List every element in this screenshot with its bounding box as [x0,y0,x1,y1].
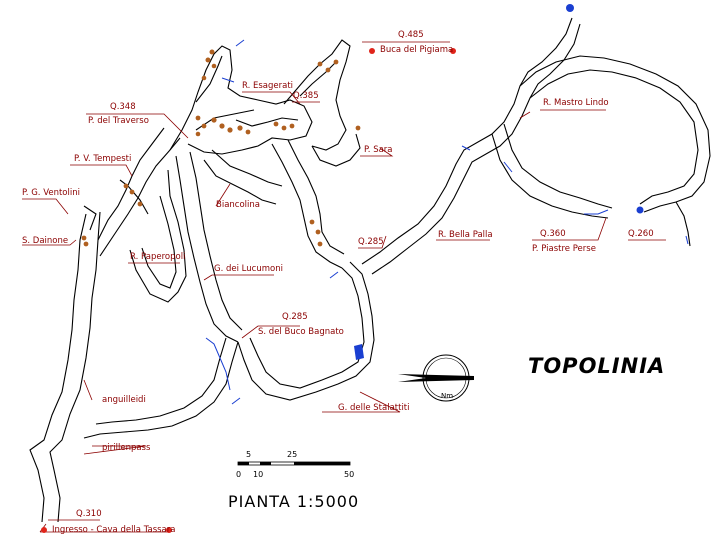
label-g-lucumoni: G. dei Lucumoni [214,264,283,274]
label-q260: Q.260 [628,229,654,239]
label-q385: Q.385 [293,91,319,101]
sediment-deposits [81,49,361,247]
label-r-esagerati: R. Esagerati [242,81,294,91]
label-q485: Q.485 [398,30,424,40]
label-r-mastro-lindo: R. Mastro Lindo [543,98,609,108]
water-features [205,39,689,405]
label-p-piastre-perse: P. Piastre Perse [532,244,596,254]
label-ingresso: Ingresso - Cava della Tassara [52,525,176,535]
label-p-g-ventolini: P. G. Ventolini [22,188,80,198]
label-anguilleidi: anguilleidi [102,395,146,405]
label-pirillenpass: pirillenpass [102,443,151,453]
label-q310: Q.310 [76,509,102,519]
label-biancolina: Biancolina [216,200,260,210]
label-p-v-tempesti: P. V. Tempesti [74,154,132,164]
scale-title: PIANTA 1:5000 [228,492,360,511]
label-p-traverso: P. del Traverso [88,116,149,126]
scale-tick-25: 25 [287,450,298,459]
label-s-dainone: S. Dainone [22,236,69,246]
label-p-sara: P. Sara [364,145,393,155]
label-r-paperopoli: R. Paperopoli [130,252,186,262]
label-q360: Q.360 [540,229,566,239]
scale-bar [237,461,351,466]
scale-tick-10: 10 [253,470,264,479]
scale-tick-5: 5 [246,450,252,459]
north-label: Nm [441,392,454,400]
label-q348: Q.348 [110,102,136,112]
label-r-bella-palla: R. Bella Palla [438,230,493,240]
north-arrow [398,354,474,402]
entrance-markers [41,48,456,533]
label-leaders [22,41,666,533]
label-q285-lower: Q.285 [282,312,308,322]
scale-tick-0: 0 [236,470,242,479]
map-title: TOPOLINIA [528,354,666,378]
label-s-buco-bagnato: S. del Buco Bagnato [258,327,344,337]
scale-tick-50: 50 [344,470,355,479]
label-buca-pigiama: Buca del Pigiama [380,45,454,55]
label-g-stalattiti: G. delle Stalattiti [338,403,410,413]
lakes [354,4,644,360]
label-q285-upper: Q.285 [358,237,384,247]
